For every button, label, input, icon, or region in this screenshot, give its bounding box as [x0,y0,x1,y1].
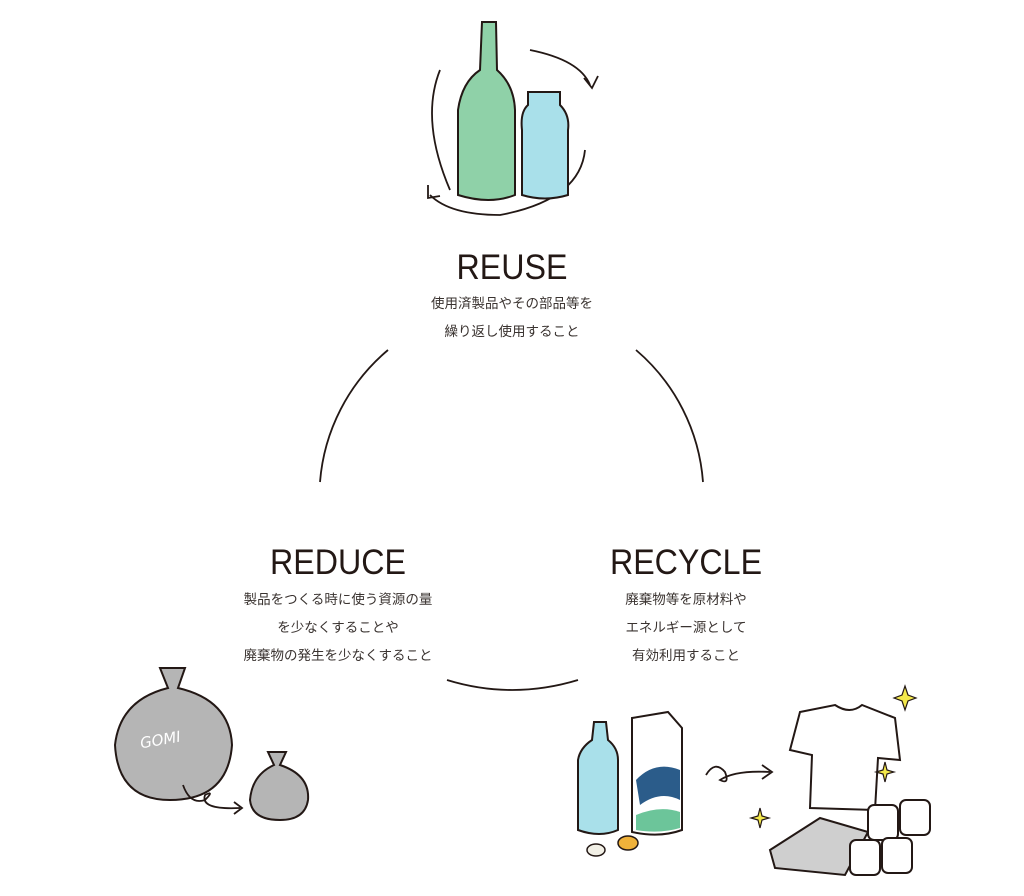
reuse-line: 使用済製品やその部品等を [431,296,593,312]
reduce-description: 製品をつくる時に使う資源の量 を少なくすることや 廃棄物の発生を少なくすること [188,586,488,670]
reduce-line: を少なくすることや [277,620,399,636]
recycle-title: RECYCLE [609,543,763,582]
sparkle-icons [748,684,918,829]
recycle-description: 廃棄物等を原材料や エネルギー源として 有効利用すること [536,586,836,670]
big-garbage-bag [113,667,234,802]
reuse-bottles-illustration [427,21,599,216]
reduce-line: 製品をつくる時に使う資源の量 [243,592,433,608]
arc-reuse-recycle [635,349,704,483]
reduce-title: REDUCE [270,543,406,582]
pet-bottle [577,721,619,835]
recycle-illustration [577,684,931,877]
recycle-line: 有効利用すること [632,648,740,664]
toilet-paper-rolls [849,799,931,876]
reduce-line: 廃棄物の発生を少なくすること [243,648,433,664]
small-garbage-bag [248,751,310,822]
reuse-title: REUSE [456,248,568,287]
recycle-line: 廃棄物等を原材料や [625,592,747,608]
reduce-garbage-bags-illustration: GOMI [113,667,310,822]
green-bottle [457,21,516,201]
glass-jar [520,91,570,200]
reuse-line: 繰り返し使用すること [444,324,580,340]
arc-reduce-recycle [446,679,579,691]
reuse-description: 使用済製品やその部品等を 繰り返し使用すること [362,290,662,346]
recycle-line: エネルギー源として [625,620,747,636]
t-shirt [788,703,902,812]
arc-reuse-reduce [319,349,389,483]
